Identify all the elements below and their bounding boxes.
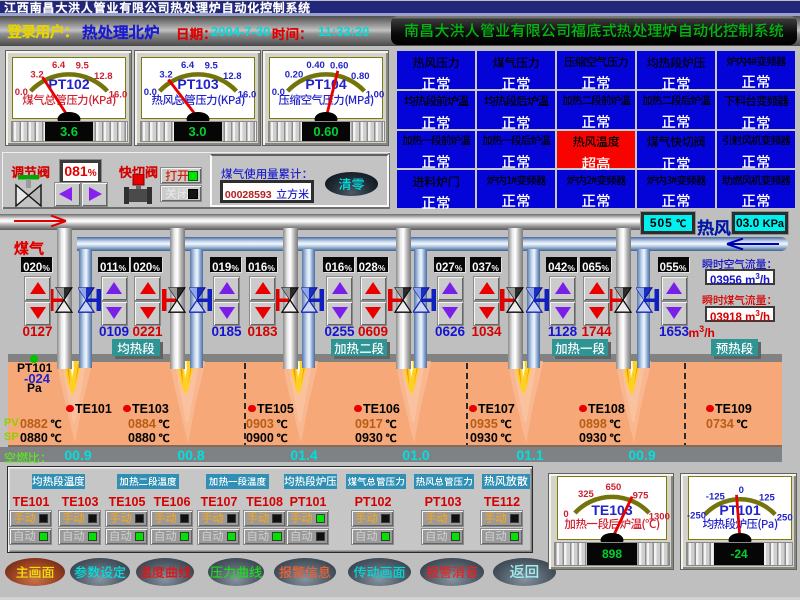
svg-text:975: 975: [633, 490, 650, 501]
svg-text:0: 0: [563, 509, 568, 520]
svg-text:均热段炉压(Pa): 均热段炉压(Pa): [702, 516, 778, 532]
svg-text:0.0: 0.0: [15, 87, 28, 98]
svg-text:0.60: 0.60: [330, 61, 349, 72]
svg-text:3.2: 3.2: [30, 69, 43, 80]
svg-text:1300: 1300: [649, 511, 670, 522]
svg-text:9.5: 9.5: [76, 61, 90, 72]
svg-text:1.00: 1.00: [366, 90, 385, 101]
svg-text:0.0: 0.0: [143, 87, 156, 98]
svg-text:热风总管压力(KPa): 热风总管压力(KPa): [151, 92, 245, 108]
svg-text:12.8: 12.8: [94, 71, 113, 82]
svg-text:0: 0: [739, 485, 744, 496]
svg-text:煤气总管压力(KPa): 煤气总管压力(KPa): [22, 92, 116, 108]
svg-text:0.80: 0.80: [351, 71, 370, 82]
svg-text:0.40: 0.40: [306, 60, 325, 71]
svg-text:-125: -125: [706, 491, 726, 502]
svg-text:0.0: 0.0: [272, 87, 285, 98]
svg-text:16.0: 16.0: [109, 90, 128, 101]
svg-text:压缩空气压力(MPa): 压缩空气压力(MPa): [278, 92, 374, 108]
svg-text:16.0: 16.0: [237, 90, 256, 101]
svg-text:6.4: 6.4: [180, 60, 194, 71]
svg-text:250: 250: [777, 513, 793, 524]
svg-text:-250: -250: [687, 510, 706, 521]
svg-text:6.4: 6.4: [52, 60, 66, 71]
svg-text:PT103: PT103: [177, 76, 218, 92]
svg-text:125: 125: [759, 493, 776, 504]
svg-text:PT104: PT104: [305, 76, 346, 92]
svg-text:加热一段后炉温(℃): 加热一段后炉温(℃): [564, 516, 660, 532]
svg-text:0.20: 0.20: [285, 69, 304, 80]
svg-text:PT101: PT101: [719, 502, 760, 518]
svg-text:3.2: 3.2: [159, 69, 172, 80]
svg-text:PT102: PT102: [48, 76, 89, 92]
svg-text:9.5: 9.5: [204, 61, 218, 72]
svg-text:325: 325: [578, 489, 595, 500]
svg-text:650: 650: [605, 482, 621, 493]
svg-text:12.8: 12.8: [223, 71, 242, 82]
